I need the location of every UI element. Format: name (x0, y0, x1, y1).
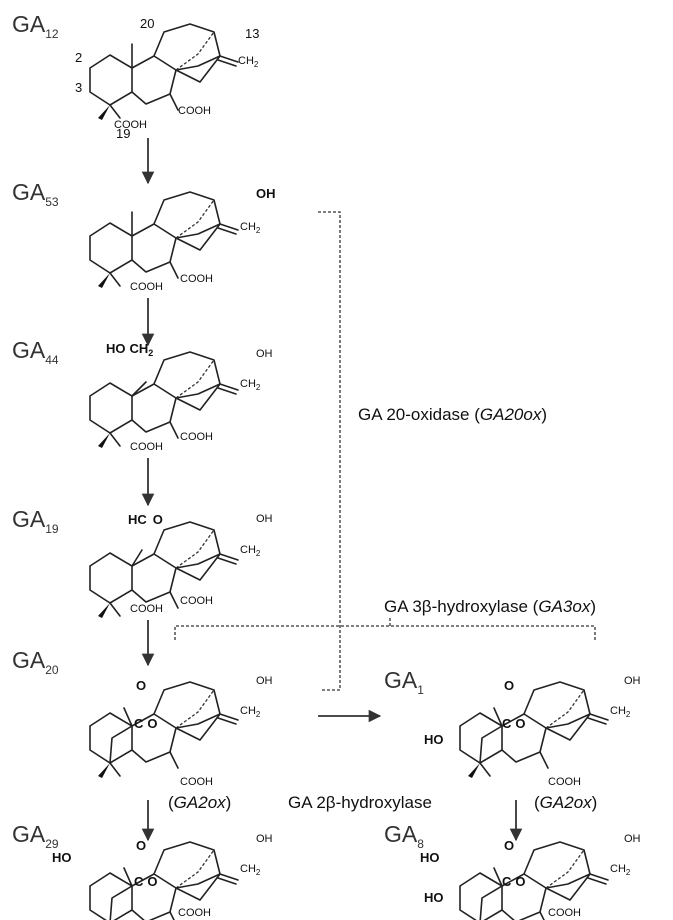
ch2-group: CH2 (238, 55, 259, 69)
ho-group: HO (52, 850, 72, 865)
cooh-group: COOH (130, 441, 163, 453)
oh-group: OH (256, 675, 273, 687)
ga20ox-bracket (318, 211, 341, 691)
ch2-group: CH2 (610, 705, 631, 719)
compound-label: GA12 (12, 11, 59, 41)
ga20ox-label: GA 20-oxidase (GA20ox) (358, 405, 547, 424)
compound-ga53: GA53 OH CH2 COOH COOH (12, 179, 276, 293)
ho-group: HO (424, 890, 444, 905)
oh-group: OH (256, 348, 273, 360)
oh-group: OH (256, 186, 276, 201)
molecule-skeleton (89, 681, 239, 779)
compound-ga12: GA12 20 13 2 3 19 COOH COOH CH2 (12, 11, 259, 141)
compound-label: GA29 (12, 821, 59, 851)
cooh-group: COOH (130, 281, 163, 293)
lactone-oxygen: O (136, 678, 146, 693)
ch2-group: CH2 (240, 544, 261, 558)
molecule-skeleton (459, 841, 609, 920)
ga2ox-label-right: (GA2ox) (534, 793, 597, 812)
cooh-group: COOH (180, 431, 213, 443)
compound-label: GA53 (12, 179, 59, 209)
ga3ox-bracket (174, 625, 596, 640)
oh-group: OH (256, 833, 273, 845)
cooh-group: COOH (180, 595, 213, 607)
cooh-group: COOH (178, 907, 211, 919)
ch2-group: CH2 (240, 221, 261, 235)
cooh-group: COOH (130, 603, 163, 615)
compound-label: GA8 (384, 821, 424, 851)
molecule-skeleton (89, 191, 239, 289)
molecule-skeleton (89, 23, 239, 121)
cooh-group: COOH (180, 776, 213, 788)
lactone-oxygen: O (504, 678, 514, 693)
ga2ox-label-left: (GA2ox) (168, 793, 231, 812)
molecule-skeleton (89, 351, 239, 449)
ch2-group: CH2 (240, 863, 261, 877)
cooh-group: COOH (548, 907, 581, 919)
carbon-number-3: 3 (75, 80, 82, 95)
carbon-number-2: 2 (75, 50, 82, 65)
cooh-group: COOH (180, 273, 213, 285)
carbon-number-19: 19 (116, 126, 130, 141)
ch2-group: CH2 (240, 378, 261, 392)
molecule-skeleton (459, 681, 609, 779)
compound-label: GA20 (12, 647, 59, 677)
compound-label: GA44 (12, 337, 59, 367)
molecule-skeleton (89, 841, 239, 920)
ho-group: HO (424, 732, 444, 747)
oh-group: OH (256, 513, 273, 525)
ho-group: HO (420, 850, 440, 865)
cooh-group: COOH (114, 119, 147, 131)
molecule-skeleton (89, 521, 239, 619)
cooh-group: COOH (178, 105, 211, 117)
compound-label: GA19 (12, 506, 59, 536)
ch2-group: CH2 (610, 863, 631, 877)
lactone-oxygen: O (504, 838, 514, 853)
oh-group: OH (624, 675, 641, 687)
carbon-number-20: 20 (140, 16, 154, 31)
cooh-group: COOH (548, 776, 581, 788)
ga3ox-label: GA 3β-hydroxylase (GA3ox) (384, 597, 596, 616)
lactone-oxygen: O (136, 838, 146, 853)
ch2-group: CH2 (240, 705, 261, 719)
carbon-number-13: 13 (245, 26, 259, 41)
compound-label: GA1 (384, 667, 424, 697)
ga2ox-enzyme-name: GA 2β-hydroxylase (288, 793, 432, 812)
oh-group: OH (624, 833, 641, 845)
